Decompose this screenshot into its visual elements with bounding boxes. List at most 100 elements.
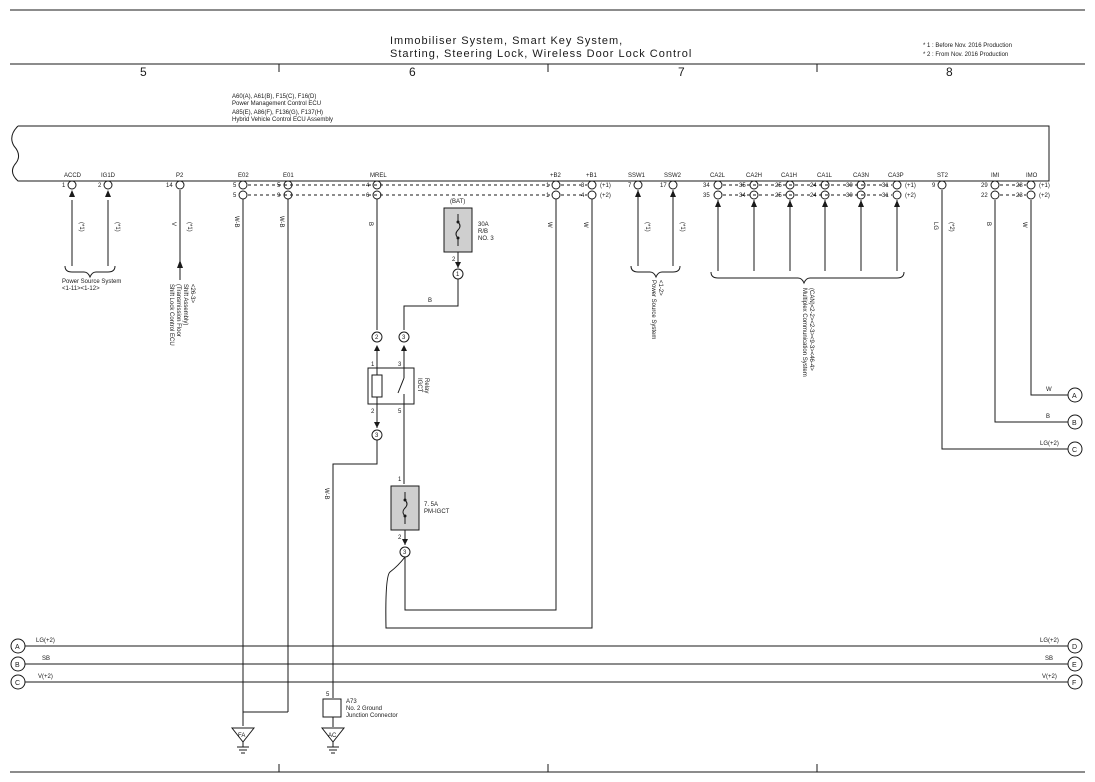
igct-relay: 1 3 IGCT Relay 2 5 3 W-B (323, 362, 429, 698)
svg-text:5: 5 (233, 193, 237, 199)
pin-imo-b (1026, 190, 1036, 200)
terminal-p2: P2 (176, 173, 184, 179)
mark-star1: (*1) (186, 222, 192, 232)
arrow-icon (374, 345, 380, 351)
terminal-e02: E02 (238, 173, 249, 179)
pin-b2-a (551, 180, 561, 190)
ground-fa-label: FA (238, 733, 245, 739)
terminal-e01: E01 (283, 173, 294, 179)
fuse-30a-block: (BAT) 30A R/B NO. 3 2 1 B 3 (398, 199, 494, 368)
bus-lg-label-right: LG(+2) (1040, 638, 1059, 644)
wire-color-b-mid: B (428, 298, 432, 304)
mrel-branch: B 2 (367, 199, 383, 368)
svg-text:25: 25 (775, 193, 782, 199)
wire-color-st2: LG(+2) (1040, 441, 1059, 447)
grid-number-5: 5 (140, 65, 147, 79)
grid-number-8: 8 (946, 65, 953, 79)
mark-plus1-b1: (+1) (600, 183, 611, 189)
svg-text:24: 24 (810, 193, 817, 199)
terminal-mrel: MREL (370, 173, 387, 179)
svg-text:5: 5 (398, 409, 402, 415)
mark-star1: (*1) (679, 222, 685, 232)
svg-text:28: 28 (1016, 183, 1023, 189)
connector-a-left-label: A (15, 644, 20, 651)
pin-imo-a (1026, 180, 1036, 190)
svg-text:7: 7 (628, 183, 632, 189)
grid-number-7: 7 (678, 65, 685, 79)
fuse-contact-dot (403, 498, 407, 502)
terminal-accd: ACCD (64, 173, 82, 179)
svg-text:34: 34 (703, 183, 710, 189)
svg-text:1: 1 (371, 362, 375, 368)
terminal-labels: ACCD IG1D P2 E02 E01 MREL +B2 +B1 SSW1 S… (64, 173, 1038, 179)
connector-c-right-label: C (1072, 447, 1077, 454)
svg-text:25: 25 (775, 183, 782, 189)
multiplex-branch: Multiplex Communication System (CAN)<2-2… (710, 200, 905, 377)
mark-plus2-ca3p: (+2) (905, 193, 916, 199)
production-note-2: * 2 : From Nov. 2016 Production (923, 52, 1008, 58)
svg-text:1: 1 (398, 477, 402, 483)
wire-imi (994, 200, 1068, 423)
svg-text:3: 3 (403, 550, 407, 556)
connector-f (1067, 674, 1083, 690)
pin-ssw2 (668, 180, 678, 190)
svg-text:9: 9 (277, 193, 281, 199)
ecu-codes-2: A85(E), A86(F), F136(G), F137(H) (232, 110, 323, 116)
terminal-ig1d: IG1D (101, 173, 116, 179)
junction-box (322, 698, 342, 718)
connector-b-left-label: B (15, 662, 20, 669)
svg-text:14: 14 (166, 183, 173, 189)
brace (630, 265, 681, 279)
relay-name: IGCT (416, 378, 422, 393)
brace (64, 265, 116, 279)
svg-text:1: 1 (546, 193, 550, 199)
immobiliser-branch: LG (*2) LG(+2) B B W W A B C (932, 190, 1083, 457)
svg-text:29: 29 (981, 183, 988, 189)
svg-text:4: 4 (366, 183, 370, 189)
mark-plus1-ca3p: (+1) (905, 183, 916, 189)
svg-text:31: 31 (882, 183, 889, 189)
pin-accd (67, 180, 77, 190)
arrow-icon (715, 200, 900, 207)
pin-ca3p-a (892, 180, 902, 190)
ecu-codes-1: A60(A), A61(B), F15(C), F16(D) (232, 94, 316, 100)
relay-word: Relay (423, 378, 429, 393)
shift-lock-label-4: <26-3> (189, 284, 195, 304)
shift-lock-label-3: Shift Assembly) (182, 284, 188, 325)
connector-c-right (1067, 441, 1083, 457)
grid-number-6: 6 (409, 65, 416, 79)
mark-star1: (*1) (644, 222, 650, 232)
pin-b1-a (587, 180, 597, 190)
svg-text:6: 6 (366, 193, 370, 199)
bus-sb-label-left: SB (42, 656, 50, 662)
arrow-icon (177, 260, 183, 268)
svg-text:5: 5 (277, 183, 281, 189)
svg-text:1: 1 (546, 183, 550, 189)
junction-name-2: Junction Connector (346, 713, 398, 719)
wire-color-lg: LG (932, 222, 938, 230)
svg-text:31: 31 (882, 193, 889, 199)
fuse-icon (455, 214, 461, 246)
bus-lg-label-left: LG(+2) (36, 638, 55, 644)
wire-wb-junction (332, 440, 378, 698)
connector-d-label: D (1072, 644, 1077, 651)
diagram-footer (10, 764, 1085, 773)
wire-color-b: B (985, 222, 991, 226)
wire-color-wb-ground: W-B (323, 488, 329, 500)
connector-a-right-label: A (1072, 393, 1077, 400)
terminal-ca3p: CA3P (888, 173, 904, 179)
pin-ca2l-b (713, 190, 723, 200)
arrow-icon (374, 422, 380, 428)
ecu-block: A60(A), A61(B), F15(C), F16(D) Power Man… (11, 94, 1050, 182)
connector-2 (371, 331, 383, 343)
wire-color-v: V (170, 222, 176, 226)
pin-ca2l-a (713, 180, 723, 190)
terminal-imo: IMO (1026, 173, 1038, 179)
terminal-ssw2: SSW2 (664, 173, 682, 179)
connector-d (1067, 638, 1083, 654)
arrow-icon (635, 190, 676, 197)
mark-star1: (*1) (114, 222, 120, 232)
pin-ca3p-b (892, 190, 902, 200)
bus-v-label-left: V(+2) (38, 674, 53, 680)
mark-plus1-imo: (+1) (1039, 183, 1050, 189)
